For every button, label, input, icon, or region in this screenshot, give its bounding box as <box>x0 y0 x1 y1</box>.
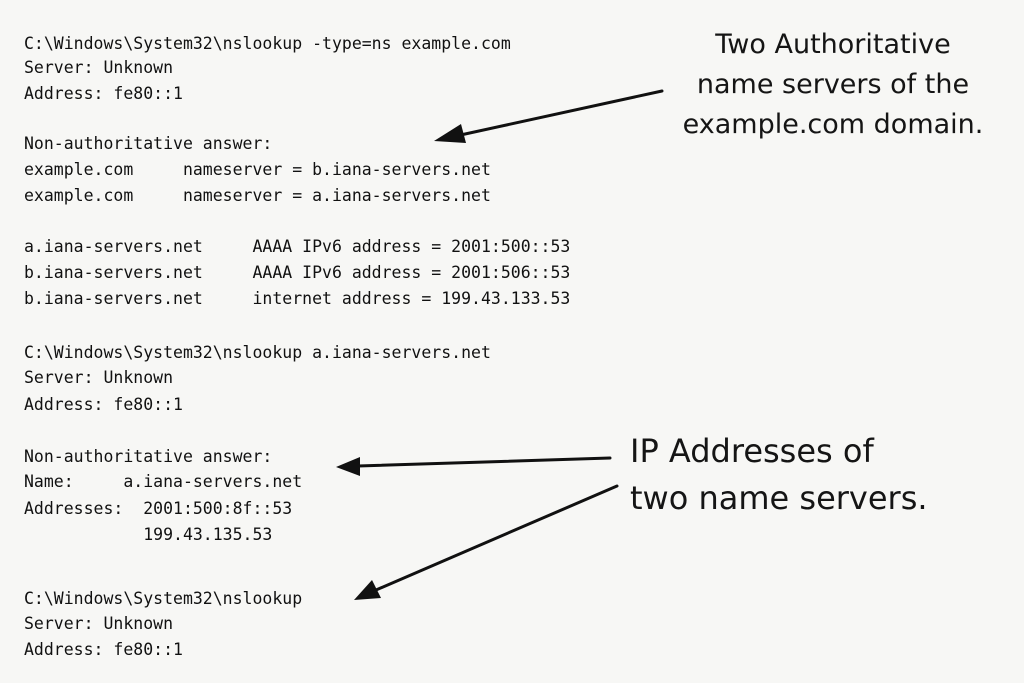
annotation-line: Two Authoritative <box>715 29 951 60</box>
terminal-line-server: Server: Unknown <box>24 58 174 77</box>
annotation-line: name servers of the <box>696 69 970 100</box>
terminal-line-command: C:\Windows\System32\nslookup <box>24 589 303 608</box>
terminal-line-command: C:\Windows\System32\nslookup a.iana-serv… <box>24 343 491 362</box>
terminal-line-address: Address: fe80::1 <box>24 395 183 414</box>
terminal-line-addresses-cont: 199.43.135.53 <box>24 525 273 544</box>
terminal-line-address: Address: fe80::1 <box>24 640 183 659</box>
annotation-line: two name servers. <box>630 479 928 517</box>
terminal-line-ipv6-record: b.iana-servers.net AAAA IPv6 address = 2… <box>24 263 571 282</box>
ip-addresses-annotation: IP Addresses of two name servers. <box>630 428 950 522</box>
arrow-to-answer-shaft <box>356 456 612 468</box>
terminal-line-name: Name: a.iana-servers.net <box>24 472 303 491</box>
authoritative-servers-annotation: Two Authoritative name servers of the ex… <box>660 25 1006 145</box>
arrow-to-nameservers-head <box>434 124 466 143</box>
terminal-line-ipv4-record: b.iana-servers.net internet address = 19… <box>24 289 571 308</box>
terminal-line-answer-heading: Non-authoritative answer: <box>24 134 273 153</box>
terminal-line-server: Server: Unknown <box>24 368 174 387</box>
terminal-line-address: Address: fe80::1 <box>24 84 183 103</box>
arrow-to-answer-head <box>336 457 360 476</box>
terminal-line-answer-heading: Non-authoritative answer: <box>24 447 273 466</box>
annotation-line: example.com domain. <box>682 109 984 140</box>
terminal-line-command: C:\Windows\System32\nslookup -type=ns ex… <box>24 34 511 53</box>
terminal-line-server: Server: Unknown <box>24 614 174 633</box>
arrow-to-prompt-head <box>354 580 381 600</box>
terminal-line-addresses: Addresses: 2001:500:8f::53 <box>24 499 293 518</box>
terminal-line-ipv6-record: a.iana-servers.net AAAA IPv6 address = 2… <box>24 237 571 256</box>
terminal-line-nameserver: example.com nameserver = b.iana-servers.… <box>24 160 491 179</box>
terminal-line-nameserver: example.com nameserver = a.iana-servers.… <box>24 186 491 205</box>
arrow-to-nameservers-shaft <box>454 89 664 138</box>
annotation-line: IP Addresses of <box>630 432 874 470</box>
arrow-to-prompt-shaft <box>374 484 619 592</box>
